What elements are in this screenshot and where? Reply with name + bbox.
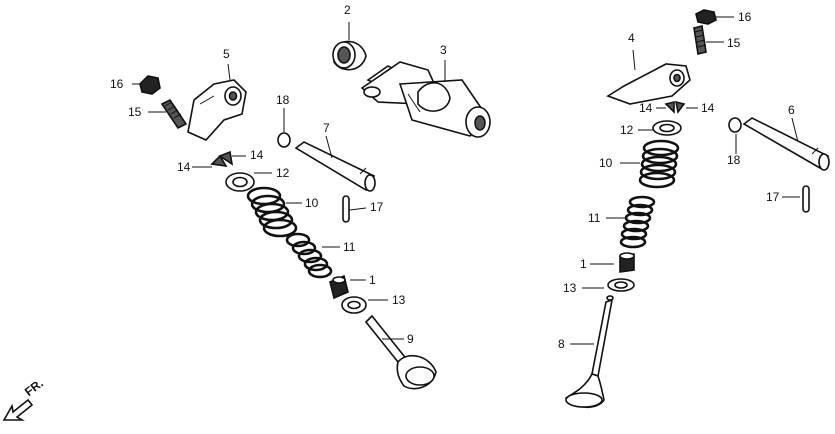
part-number-11-left: 11 bbox=[343, 240, 356, 254]
rocker-arm-left bbox=[187, 79, 247, 141]
part-number-3: 3 bbox=[440, 43, 447, 57]
spring-retainer-right bbox=[652, 120, 682, 136]
part-number-15-right: 15 bbox=[727, 36, 741, 50]
adjusting-screw-left bbox=[160, 98, 188, 130]
spring-retainer-left bbox=[225, 172, 255, 192]
adjusting-screw-right bbox=[693, 25, 707, 55]
rocker-arm-right bbox=[606, 63, 691, 105]
part-number-18-right: 18 bbox=[727, 153, 741, 167]
part-number-6: 6 bbox=[788, 103, 795, 117]
rocker-shaft-left bbox=[294, 141, 376, 192]
rocker-shaft-right bbox=[742, 117, 830, 171]
lock-nut-left bbox=[139, 75, 161, 95]
part-number-14-right-b: 14 bbox=[701, 101, 715, 115]
outer-spring-right bbox=[638, 139, 680, 189]
part-number-13-left: 13 bbox=[392, 293, 406, 307]
part-number-10-right: 10 bbox=[599, 156, 613, 170]
part-number-16-left: 16 bbox=[110, 77, 124, 91]
part-number-9: 9 bbox=[407, 332, 414, 346]
part-number-18-left: 18 bbox=[276, 93, 290, 107]
stem-seal-right bbox=[619, 252, 635, 273]
stem-seal-left bbox=[329, 274, 349, 300]
part-number-1-left: 1 bbox=[369, 273, 376, 287]
o-ring-left bbox=[277, 132, 291, 148]
spring-seat-left bbox=[341, 296, 367, 314]
part-number-15-left: 15 bbox=[128, 105, 142, 119]
part-number-12-left: 12 bbox=[276, 166, 290, 180]
inner-spring-left bbox=[285, 232, 333, 279]
leader-lines bbox=[132, 16, 800, 345]
part-number-4: 4 bbox=[628, 31, 635, 45]
front-direction-arrow-icon bbox=[2, 398, 34, 421]
dowel-pin-right bbox=[802, 185, 810, 213]
cotter-left bbox=[210, 150, 234, 168]
part-number-14-left-a: 14 bbox=[177, 160, 191, 174]
dowel-pin-left bbox=[342, 195, 350, 223]
part-number-1-right: 1 bbox=[580, 257, 587, 271]
intake-valve bbox=[564, 295, 614, 409]
outer-spring-left bbox=[246, 186, 298, 238]
part-number-14-left-b: 14 bbox=[250, 148, 264, 162]
lock-nut-right bbox=[695, 9, 717, 25]
part-number-10-left: 10 bbox=[305, 196, 319, 210]
part-number-17-right: 17 bbox=[766, 190, 780, 204]
part-number-5: 5 bbox=[223, 47, 230, 61]
part-number-7: 7 bbox=[323, 121, 330, 135]
exhaust-valve bbox=[364, 314, 437, 390]
cotter-right bbox=[664, 100, 686, 114]
inner-spring-right bbox=[619, 195, 656, 249]
spring-seat-right bbox=[607, 278, 635, 292]
part-number-16-right: 16 bbox=[738, 10, 752, 24]
bearing bbox=[332, 40, 367, 71]
part-number-2: 2 bbox=[344, 3, 351, 17]
part-number-14-right-a: 14 bbox=[639, 101, 653, 115]
part-number-12-right: 12 bbox=[620, 123, 634, 137]
camshaft bbox=[360, 61, 491, 138]
part-number-8: 8 bbox=[558, 337, 565, 351]
part-number-17-left: 17 bbox=[370, 200, 384, 214]
part-number-13-right: 13 bbox=[563, 281, 577, 295]
o-ring-right bbox=[728, 117, 742, 133]
part-number-11-right: 11 bbox=[588, 211, 601, 225]
